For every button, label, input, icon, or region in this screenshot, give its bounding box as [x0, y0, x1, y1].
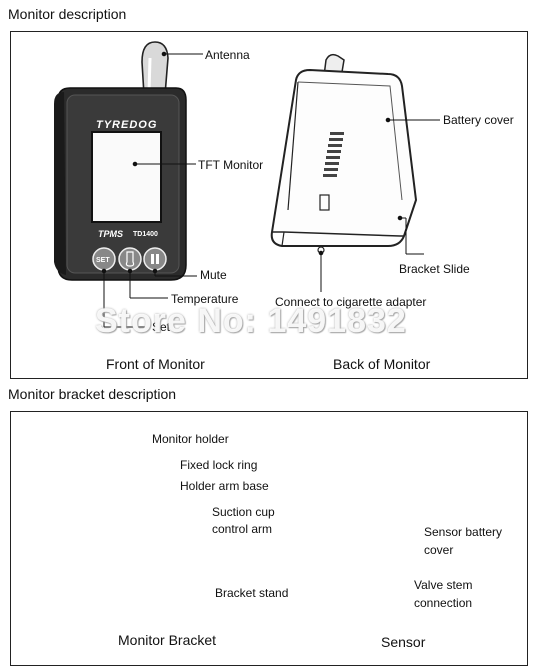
- monitor-bracket-panel: [10, 411, 528, 666]
- label-fixed-lock-ring: Fixed lock ring: [180, 458, 258, 472]
- label-set: Set: [152, 320, 171, 334]
- label-sensor-battery-line1: Sensor battery: [424, 525, 503, 539]
- label-suction-cup-line1: Suction cup: [212, 505, 275, 519]
- monitor-description-title: Monitor description: [8, 6, 127, 22]
- label-connect-cigarette-adapter: Connect to cigarette adapter: [275, 295, 427, 309]
- set-button-text: SET: [96, 257, 110, 264]
- label-bracket-slide: Bracket Slide: [399, 262, 470, 276]
- label-valve-stem-line2: connection: [414, 596, 473, 610]
- label-temperature: Temperature: [171, 292, 239, 306]
- caption-sensor: Sensor: [381, 634, 426, 650]
- device-brand-text: TYREDOG: [96, 119, 158, 131]
- front-monitor-drawing: [54, 41, 187, 281]
- back-monitor-drawing: [270, 53, 418, 254]
- label-battery-cover: Battery cover: [443, 113, 514, 127]
- label-tft-monitor: TFT Monitor: [198, 158, 264, 172]
- label-holder-arm-base: Holder arm base: [180, 479, 269, 493]
- caption-back-of-monitor: Back of Monitor: [333, 356, 431, 372]
- label-antenna: Antenna: [205, 48, 250, 62]
- device-model-prefix: TPMS: [98, 229, 124, 239]
- device-model-number: TD1400: [133, 231, 158, 238]
- store-watermark: Store No: 1491832: [95, 302, 407, 340]
- caption-front-of-monitor: Front of Monitor: [106, 356, 205, 372]
- label-valve-stem-line1: Valve stem: [414, 578, 473, 592]
- label-sensor-battery-line2: cover: [424, 543, 454, 557]
- label-suction-cup-line2: control arm: [212, 522, 273, 536]
- label-monitor-holder: Monitor holder: [152, 432, 229, 446]
- monitor-bracket-description-title: Monitor bracket description: [8, 386, 177, 402]
- caption-monitor-bracket: Monitor Bracket: [118, 632, 217, 648]
- label-bracket-stand: Bracket stand: [215, 586, 289, 600]
- label-mute: Mute: [200, 268, 227, 282]
